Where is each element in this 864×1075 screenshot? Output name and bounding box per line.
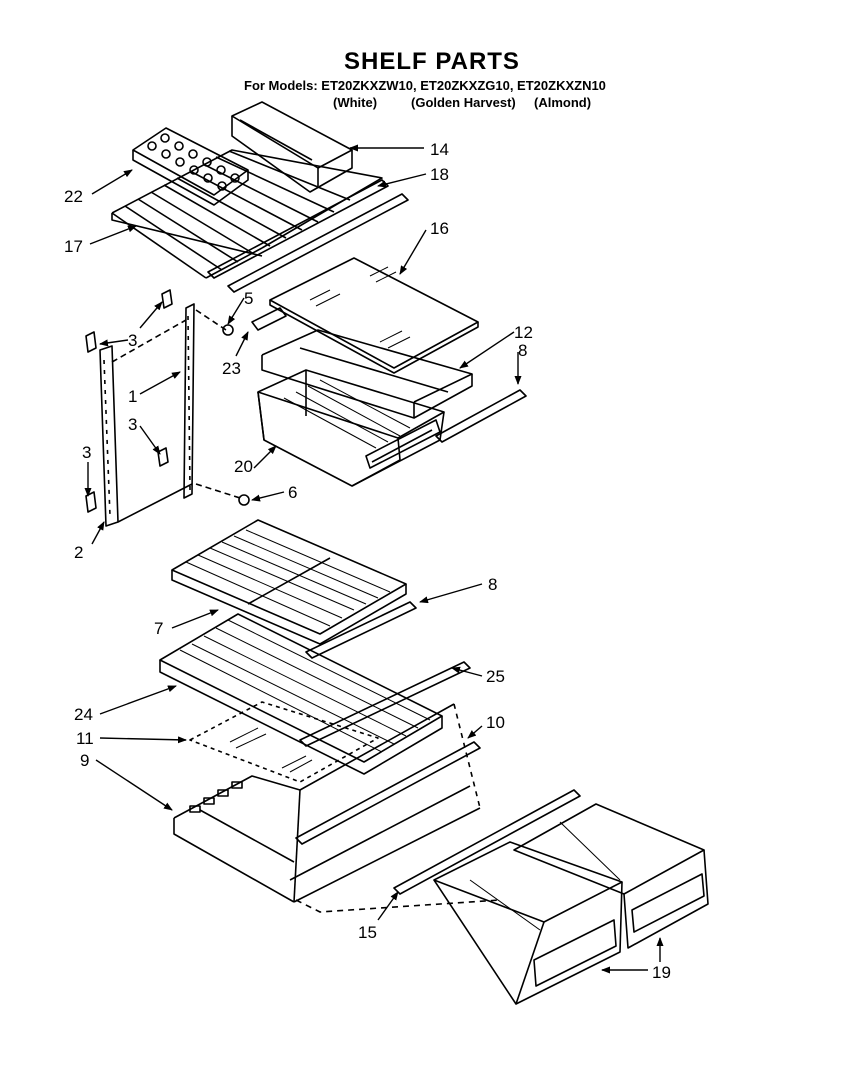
part-label-19: 19 bbox=[652, 963, 671, 982]
part-label-3-middle: 3 bbox=[128, 415, 137, 434]
glass-shelf-drawing bbox=[269, 257, 479, 374]
crisper-cover-drawing bbox=[189, 701, 379, 783]
part-label-10: 10 bbox=[486, 713, 505, 732]
upper-rail-drawing bbox=[207, 179, 409, 293]
part-label-17: 17 bbox=[64, 237, 83, 256]
part-label-23: 23 bbox=[222, 359, 241, 378]
shelf-ladder-rails-drawing bbox=[99, 303, 241, 527]
part-label-5: 5 bbox=[244, 289, 253, 308]
crisper-frame-drawing bbox=[173, 703, 501, 913]
rail-8-middle-drawing bbox=[305, 601, 417, 659]
part-label-25: 25 bbox=[486, 667, 505, 686]
part-label-14: 14 bbox=[430, 140, 449, 159]
color-label-white: (White) bbox=[333, 95, 378, 110]
part-label-24: 24 bbox=[74, 705, 93, 724]
diagram-title: SHELF PARTS bbox=[344, 48, 520, 75]
lower-sliding-shelf-drawing bbox=[159, 613, 443, 775]
door-bin-drawing bbox=[231, 101, 353, 193]
part-label-1: 1 bbox=[128, 387, 137, 406]
color-label-almond: (Almond) bbox=[534, 95, 592, 110]
upper-wire-shelf-drawing bbox=[111, 149, 383, 279]
part-label-12: 12 bbox=[514, 323, 533, 342]
part-number-labels: 14 18 22 17 16 5 23 12 8 3 1 3 3 20 6 2 … bbox=[64, 140, 671, 982]
part-label-15: 15 bbox=[358, 923, 377, 942]
part-label-16: 16 bbox=[430, 219, 449, 238]
rail-10-drawing bbox=[295, 741, 481, 845]
part-label-7: 7 bbox=[154, 619, 163, 638]
part-label-6: 6 bbox=[288, 483, 297, 502]
egg-tray-drawing bbox=[132, 127, 249, 206]
part-label-9: 9 bbox=[80, 751, 89, 770]
part-label-18: 18 bbox=[430, 165, 449, 184]
screw-6 bbox=[238, 494, 250, 506]
part-label-8-middle: 8 bbox=[488, 575, 497, 594]
leader-lines bbox=[84, 144, 664, 974]
meat-drawer-drawing bbox=[257, 369, 445, 487]
upper-sliding-shelf-drawing bbox=[171, 519, 407, 645]
part-label-22: 22 bbox=[64, 187, 83, 206]
part-label-20: 20 bbox=[234, 457, 253, 476]
color-label-golden-harvest: (Golden Harvest) bbox=[411, 95, 516, 110]
rail-25-drawing bbox=[299, 661, 471, 747]
part-label-3-top-left: 3 bbox=[128, 331, 137, 350]
crisper-drawers-drawing bbox=[433, 803, 709, 1005]
shelf-trim-23 bbox=[251, 307, 287, 331]
rail-15-drawing bbox=[393, 789, 581, 895]
part-label-2: 2 bbox=[74, 543, 83, 562]
crisper-cover-frame-drawing bbox=[261, 329, 473, 419]
models-line: For Models: ET20ZKXZW10, ET20ZKXZG10, ET… bbox=[244, 78, 606, 93]
screw-5 bbox=[222, 324, 234, 336]
part-label-11: 11 bbox=[76, 729, 94, 748]
part-label-8-upper: 8 bbox=[518, 341, 527, 360]
part-label-3-lower: 3 bbox=[82, 443, 91, 462]
